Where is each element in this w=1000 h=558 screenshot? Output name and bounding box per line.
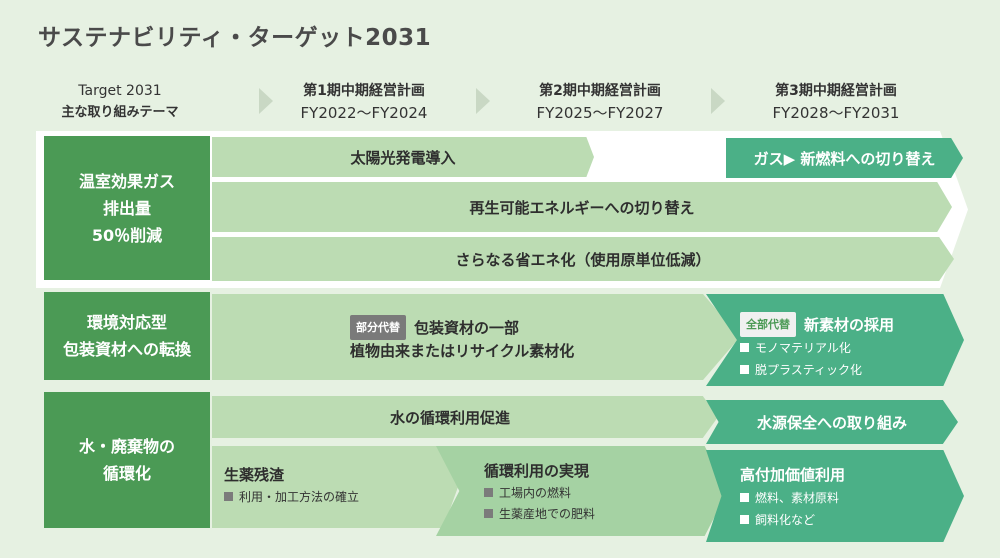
bar-partial-replacement (212, 294, 740, 380)
residue-note: 利用・加工方法の確立 (239, 490, 360, 504)
theme-ghg-line3: 50％削減 (91, 225, 163, 245)
bar-water-conservation-label: 水源保全への取り組み (756, 413, 907, 432)
target-header-line2: 主な取り組みテーマ (61, 105, 179, 120)
partial-replacement-text: 部分代替包装資材の一部 植物由来またはリサイクル素材化 (350, 315, 680, 363)
bullet-icon (224, 492, 233, 501)
bar-full-replacement (706, 294, 964, 386)
bar-renewable: 再生可能エネルギーへの切り替え (212, 182, 952, 232)
page-title: サステナビリティ・ターゲット2031 (38, 25, 432, 51)
bullet-icon (484, 488, 493, 497)
bar-water-reuse: 水の循環利用促進 (212, 396, 718, 438)
value-note2: 飼料化など (755, 513, 816, 527)
bar-energy-saving-label: さらなる省エネ化（使用原単位低減） (455, 250, 711, 269)
bar-renewable-label: 再生可能エネルギーへの切り替え (469, 198, 695, 217)
header-arrow-icon (259, 88, 273, 114)
bar-water-conservation: 水源保全への取り組み (706, 400, 958, 444)
high-value-text: 高付加価値利用 燃料、素材原料 飼料化など (740, 464, 940, 531)
target-header-line1: Target 2031 (78, 83, 162, 99)
full-replacement-text: 全部代替新素材の採用 モノマテリアル化 脱プラスティック化 (740, 312, 940, 381)
theme-packaging-line2: 包装資材への転換 (62, 340, 191, 359)
bullet-icon (484, 509, 493, 518)
plan3-years: FY2028～FY2031 (772, 104, 900, 122)
bar-gas-label: ガス▶ 新燃料への切り替え (753, 149, 936, 168)
full-tag: 全部代替 (740, 312, 796, 337)
plan3-header: 第3期中期経営計画 FY2028～FY2031 (736, 80, 936, 124)
plan1-header: 第1期中期経営計画 FY2022～FY2024 (264, 80, 464, 124)
recycle-note2: 生薬産地での肥料 (499, 507, 596, 521)
theme-packaging-line1: 環境対応型 (86, 313, 167, 332)
recycle-note1: 工場内の燃料 (499, 486, 572, 500)
header-arrow-icon (711, 88, 725, 114)
theme-ghg-line2: 排出量 (102, 198, 151, 218)
partial-tag: 部分代替 (350, 315, 406, 340)
recycle-title: 循環利用の実現 (484, 462, 590, 480)
value-note1: 燃料、素材原料 (755, 491, 840, 505)
bar-high-value-use (706, 450, 964, 542)
plan2-name: 第2期中期経営計画 (539, 83, 661, 99)
residue-title: 生薬残渣 (224, 466, 285, 484)
bar-gas-to-new-fuel: ガス▶ 新燃料への切り替え (726, 138, 963, 178)
value-title: 高付加価値利用 (740, 466, 846, 484)
theme-water-line1: 水・廃棄物の (78, 437, 175, 456)
partial-line1: 包装資材の一部 (414, 319, 520, 337)
bullet-icon (740, 493, 749, 502)
bar-energy-saving: さらなる省エネ化（使用原単位低減） (212, 237, 954, 281)
bullet-icon (740, 365, 749, 374)
plan2-years: FY2025～FY2027 (536, 104, 664, 122)
plan1-name: 第1期中期経営計画 (303, 83, 425, 99)
bullet-icon (740, 515, 749, 524)
bar-water-reuse-label: 水の循環利用促進 (390, 408, 511, 427)
theme-ghg-line1: 温室効果ガス (78, 171, 175, 191)
theme-packaging: 環境対応型 包装資材への転換 (44, 292, 210, 380)
plan2-header: 第2期中期経営計画 FY2025～FY2027 (500, 80, 700, 124)
bullet-icon (740, 343, 749, 352)
full-note1: モノマテリアル化 (755, 341, 851, 355)
theme-water-waste: 水・廃棄物の 循環化 (44, 392, 210, 528)
recycle-text: 循環利用の実現 工場内の燃料 生薬産地での肥料 (484, 460, 704, 525)
target-header: Target 2031 主な取り組みテーマ (20, 80, 220, 124)
header-arrow-icon (476, 88, 490, 114)
partial-line2: 植物由来またはリサイクル素材化 (350, 342, 575, 360)
bar-residue (212, 446, 458, 528)
plan3-name: 第3期中期経営計画 (775, 83, 897, 99)
plan1-years: FY2022～FY2024 (300, 104, 428, 122)
bar-solar: 太陽光発電導入 (212, 137, 594, 177)
residue-text: 生薬残渣 利用・加工方法の確立 (224, 464, 434, 508)
full-note2: 脱プラスティック化 (755, 363, 863, 377)
theme-water-line2: 循環化 (102, 464, 151, 483)
bar-solar-label: 太陽光発電導入 (350, 148, 456, 167)
theme-ghg: 温室効果ガス 排出量 50％削減 (44, 136, 210, 280)
full-title: 新素材の採用 (804, 316, 895, 334)
